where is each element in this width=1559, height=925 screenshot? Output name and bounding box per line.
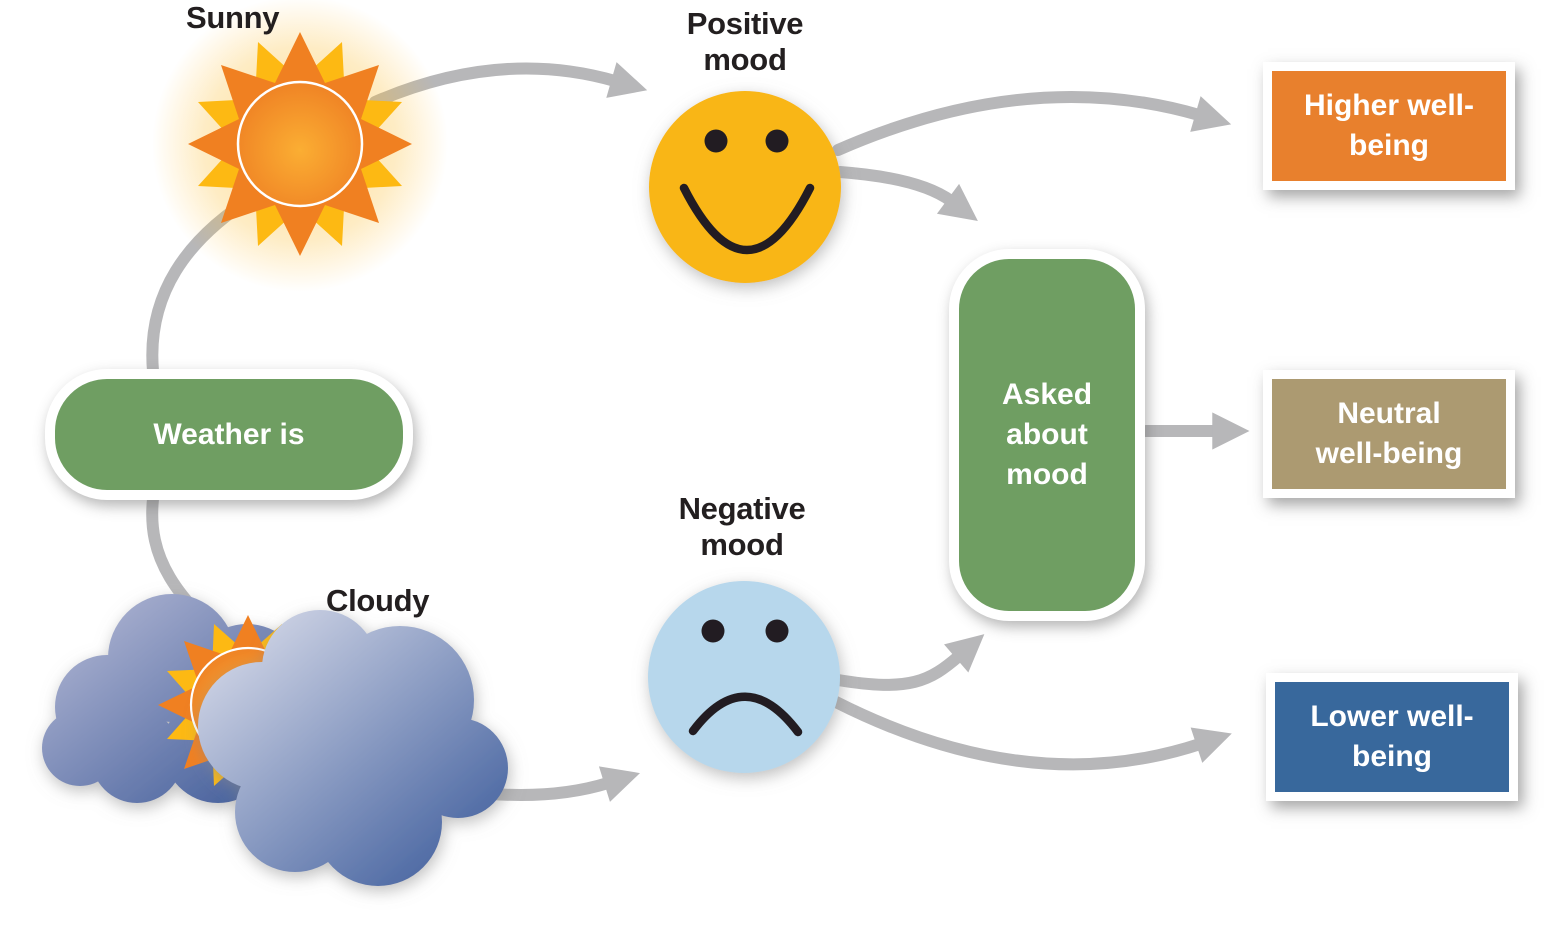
edge-negative-to-lower bbox=[830, 696, 1232, 771]
node-weather-is: Weather is bbox=[45, 369, 413, 500]
node-higher-well-being-label: Higher well-being bbox=[1303, 89, 1475, 162]
node-asked-about-mood-label: Asked about mood bbox=[1001, 378, 1093, 491]
edge-positive-to-asked bbox=[834, 166, 978, 221]
label-positive-mood: Positive mood bbox=[686, 6, 804, 77]
label-sunny: Sunny bbox=[186, 0, 280, 35]
node-weather-is-label: Weather is bbox=[153, 417, 305, 451]
edge-negative-to-asked bbox=[832, 634, 985, 691]
node-lower-well-being: Lower well-being bbox=[1266, 673, 1518, 801]
label-negative-mood: Negative mood bbox=[678, 491, 806, 562]
node-lower-well-being-label: Lower well-being bbox=[1310, 700, 1474, 773]
smiley-right-eye bbox=[765, 129, 789, 153]
cloud-front bbox=[198, 610, 508, 886]
smiley-smile bbox=[679, 183, 815, 255]
sad-right-eye bbox=[765, 619, 789, 643]
sun-icon bbox=[152, 0, 448, 292]
node-neutral-well-being: Neutral well-being bbox=[1263, 370, 1515, 498]
sad-left-eye bbox=[701, 619, 725, 643]
node-asked-about-mood: Asked about mood bbox=[949, 249, 1145, 621]
sun-core bbox=[236, 80, 364, 208]
edge-positive-to-higher bbox=[832, 90, 1232, 156]
cloud-sun-icon bbox=[42, 594, 508, 886]
negative-mood-face-icon bbox=[648, 581, 840, 773]
smiley-left-eye bbox=[704, 129, 728, 153]
label-cloudy: Cloudy bbox=[326, 583, 430, 618]
node-neutral-well-being-label: Neutral well-being bbox=[1315, 397, 1463, 470]
smiley-face bbox=[649, 91, 841, 283]
sad-face bbox=[648, 581, 840, 773]
positive-mood-face-icon bbox=[649, 91, 841, 283]
node-higher-well-being: Higher well-being bbox=[1263, 62, 1515, 190]
sad-frown bbox=[688, 692, 803, 737]
